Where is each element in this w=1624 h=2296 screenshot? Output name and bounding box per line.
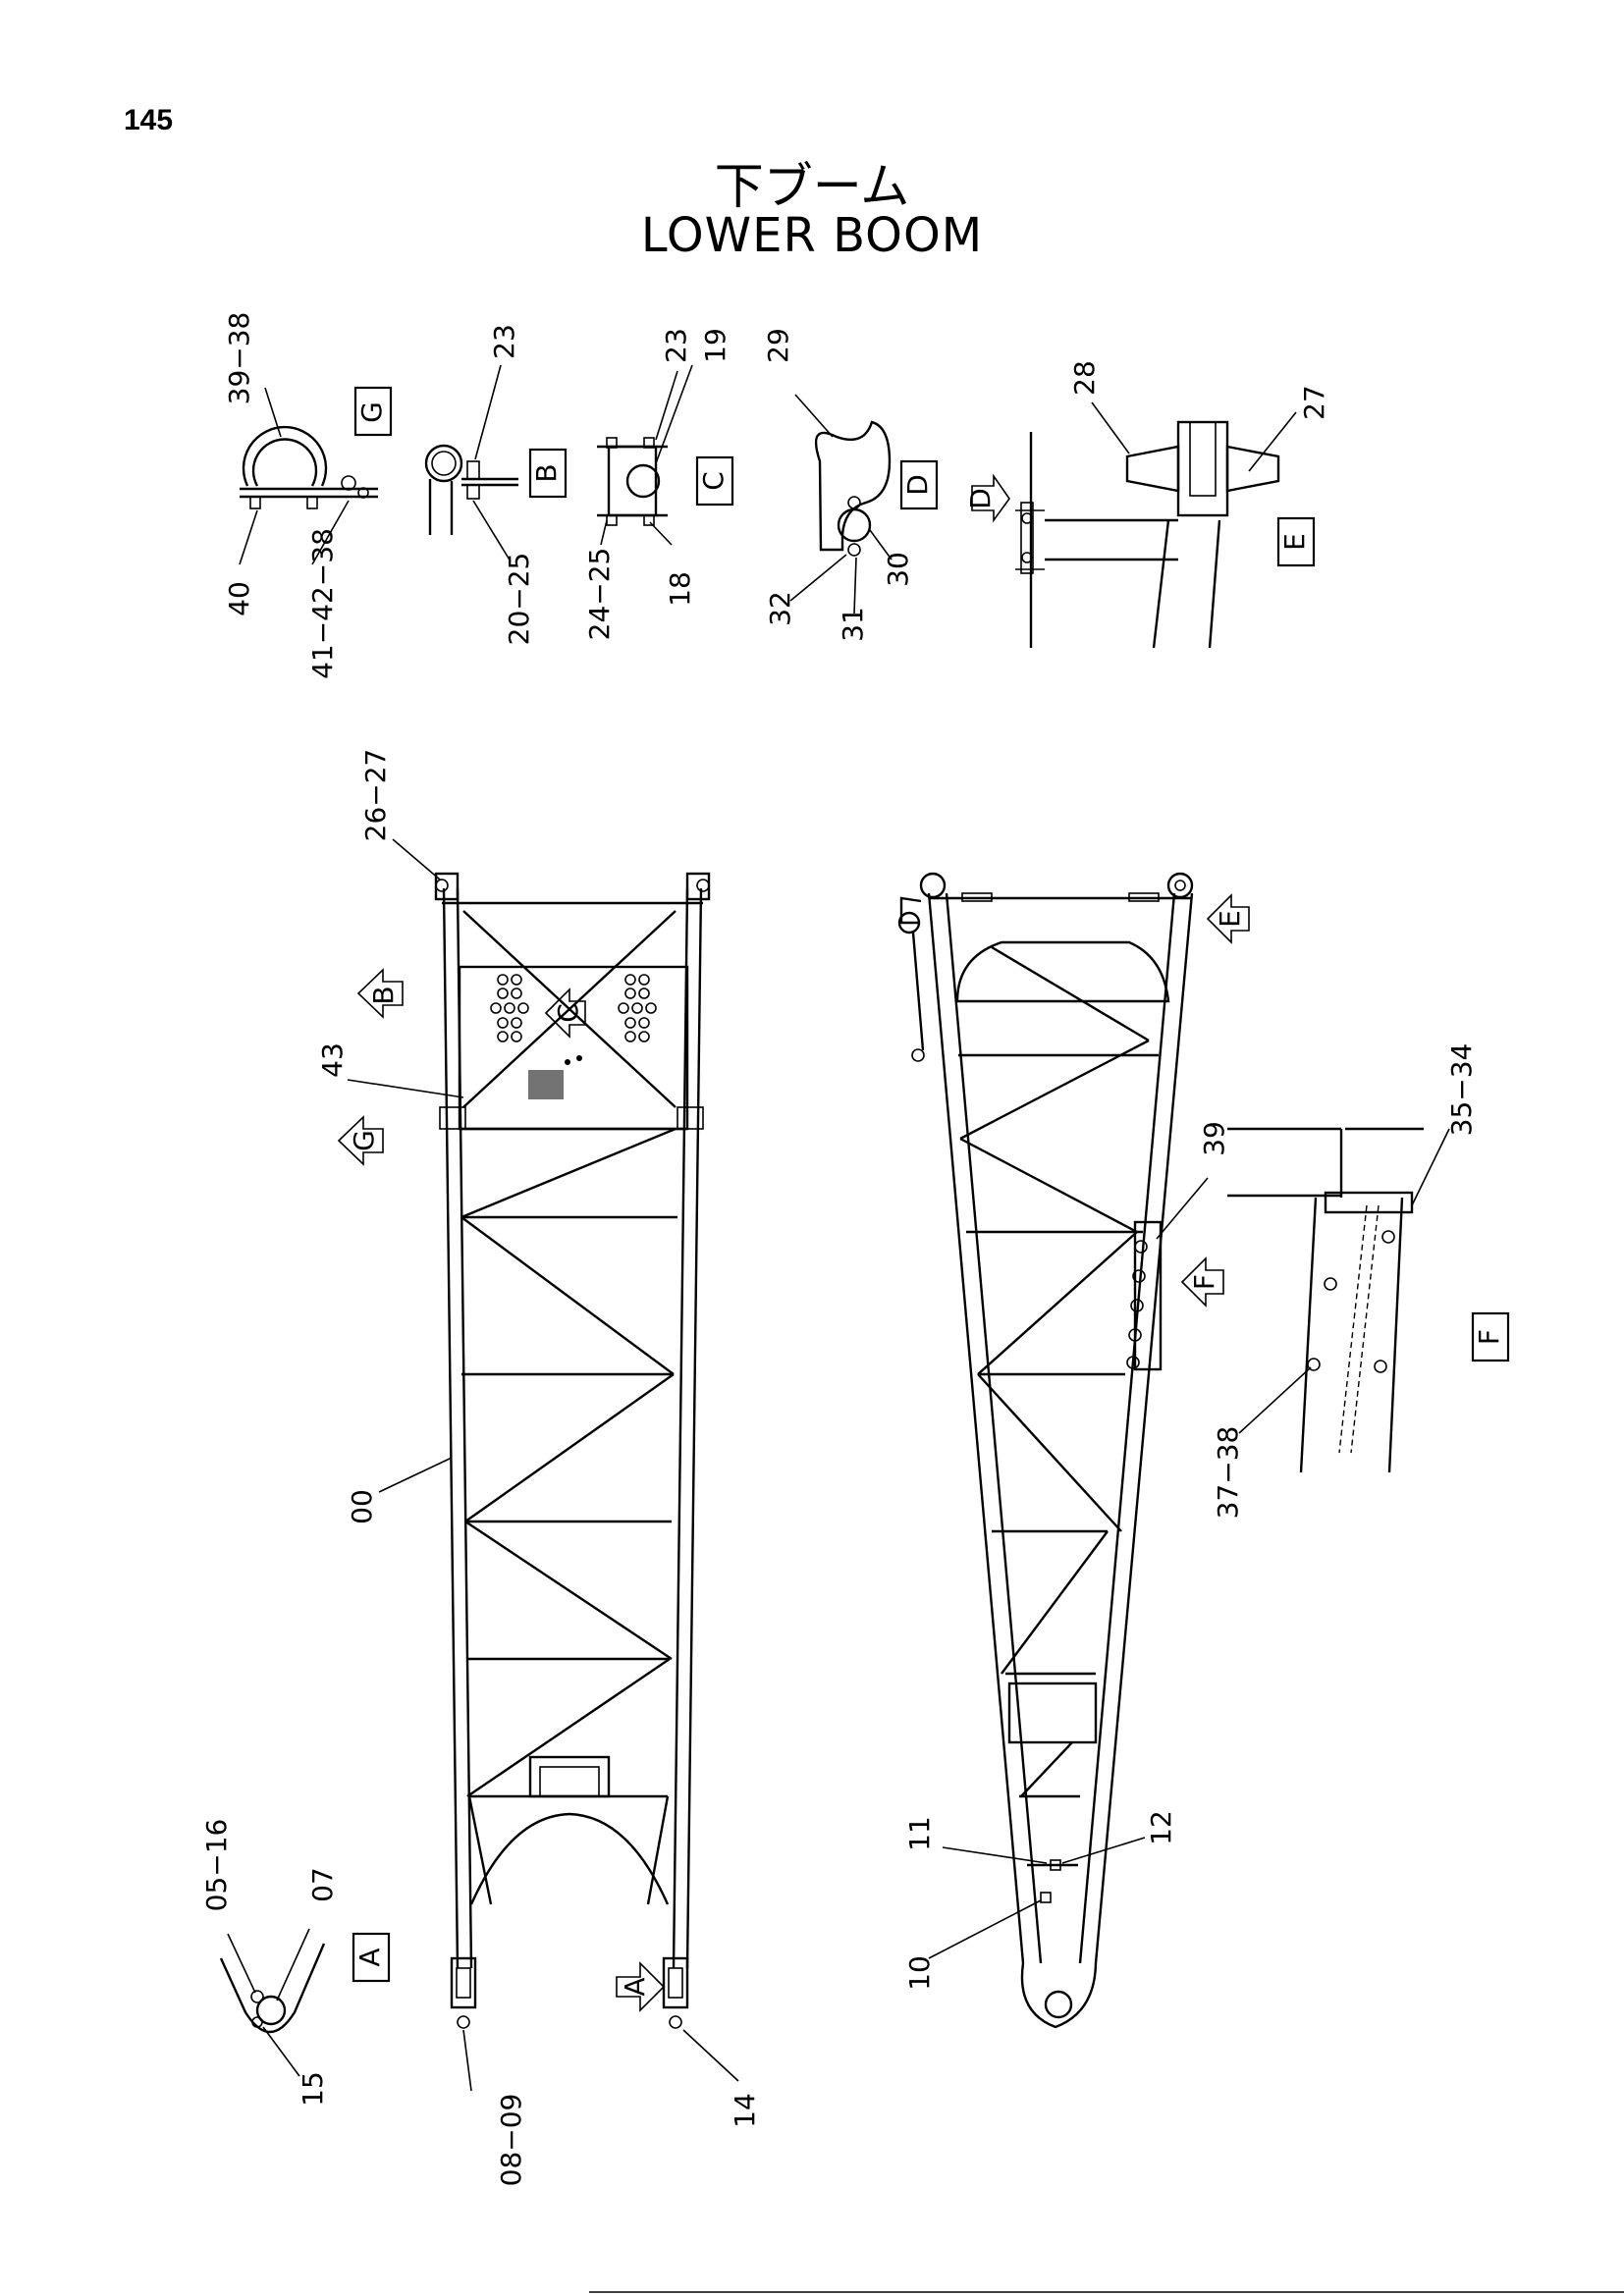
plate-hole-pattern-left xyxy=(490,974,529,1042)
page-number: 145 xyxy=(124,104,174,136)
part-label: 18 xyxy=(664,571,696,607)
view-label-g: G xyxy=(355,401,388,423)
part-label: 00 xyxy=(346,1489,378,1524)
view-arrow-b: B xyxy=(356,968,404,1019)
detail-d-hook-bracket xyxy=(789,394,893,614)
part-label: 40 xyxy=(223,581,255,616)
view-arrow-f: F xyxy=(1180,1256,1224,1308)
detail-a-pin-retainer xyxy=(219,1928,326,2077)
detail-g-box xyxy=(353,386,393,437)
detail-d-box xyxy=(899,459,939,510)
detail-b-bracket xyxy=(424,364,518,562)
view-arrow-a: A xyxy=(616,1961,666,2012)
detail-c-clamp xyxy=(597,364,693,546)
detail-a-box xyxy=(352,1932,391,1983)
leader-26-27 xyxy=(392,838,441,881)
view-arrow-e: E xyxy=(1206,893,1250,944)
part-label: 27 xyxy=(1298,385,1330,420)
svg-text:B: B xyxy=(367,986,400,1004)
part-label: 14 xyxy=(729,2093,761,2128)
page-title-japanese: 下ブーム xyxy=(714,158,910,215)
part-label: 41−42−38 xyxy=(306,528,339,679)
part-label: 39−38 xyxy=(223,312,255,405)
part-label: 05−16 xyxy=(200,1819,233,1912)
detail-f-rail-section xyxy=(1227,1127,1450,1473)
part-label: 31 xyxy=(837,607,869,642)
plate-hole-pattern-right xyxy=(618,974,657,1042)
detail-b-box xyxy=(528,448,568,499)
svg-text:G: G xyxy=(348,1130,380,1151)
part-label: 37−38 xyxy=(1212,1426,1244,1520)
svg-text:C: C xyxy=(552,1003,584,1023)
leader-43 xyxy=(347,1079,464,1098)
part-label: 23 xyxy=(660,328,692,363)
part-label: 08−09 xyxy=(495,2094,527,2187)
view-label-a: A xyxy=(353,1948,386,1966)
view-arrow-c: C xyxy=(544,988,586,1039)
part-label: 30 xyxy=(882,552,914,587)
part-label: 15 xyxy=(297,2071,329,2107)
view-label-d: D xyxy=(901,474,934,496)
leader-10 xyxy=(928,1899,1042,1959)
leader-39-side xyxy=(1156,1177,1209,1240)
part-label: 24−25 xyxy=(583,548,616,641)
detail-e-pin-assembly xyxy=(971,401,1297,649)
leader-08-09 xyxy=(462,2029,472,2092)
part-labels: 39−38 40 41−42−38 23 20−25 23 19 24−25 1… xyxy=(200,312,1478,2187)
part-label: 29 xyxy=(762,328,794,363)
part-label: 23 xyxy=(488,324,520,359)
detail-e-box xyxy=(1276,516,1316,567)
part-label: 32 xyxy=(764,591,796,626)
detail-f-box xyxy=(1471,1311,1510,1362)
leader-00 xyxy=(378,1457,453,1493)
part-label: 35−34 xyxy=(1445,1043,1478,1137)
view-arrow-g: G xyxy=(337,1115,384,1166)
leader-11 xyxy=(942,1846,1048,1864)
view-label-e: E xyxy=(1278,533,1311,551)
detail-c-box xyxy=(695,455,734,507)
view-label-f: F xyxy=(1473,1329,1505,1345)
part-label: 10 xyxy=(903,1955,936,1991)
lower-boom-plan-view xyxy=(434,872,711,2029)
part-label: 28 xyxy=(1068,360,1101,396)
part-label: 39 xyxy=(1198,1121,1230,1156)
view-label-b: B xyxy=(530,463,563,482)
leader-12 xyxy=(1061,1837,1146,1864)
detail-g-pipe-clamp xyxy=(239,387,378,565)
page-title-english: LOWER BOOM xyxy=(640,208,984,263)
part-label: 11 xyxy=(903,1816,936,1851)
part-label: 07 xyxy=(306,1867,339,1902)
part-label: 26−27 xyxy=(359,749,392,842)
plate-mesh xyxy=(528,1055,582,1099)
part-label: 20−25 xyxy=(503,553,535,646)
svg-text:F: F xyxy=(1188,1274,1220,1290)
view-label-c: C xyxy=(697,471,730,491)
leader-14 xyxy=(682,2029,739,2082)
svg-text:A: A xyxy=(619,1977,651,1996)
svg-text:D: D xyxy=(964,488,997,509)
svg-text:E: E xyxy=(1214,910,1246,928)
lower-boom-side-view xyxy=(897,872,1194,2029)
part-label: 12 xyxy=(1145,1810,1177,1845)
part-label: 43 xyxy=(316,1042,349,1078)
part-label: 19 xyxy=(699,328,731,363)
